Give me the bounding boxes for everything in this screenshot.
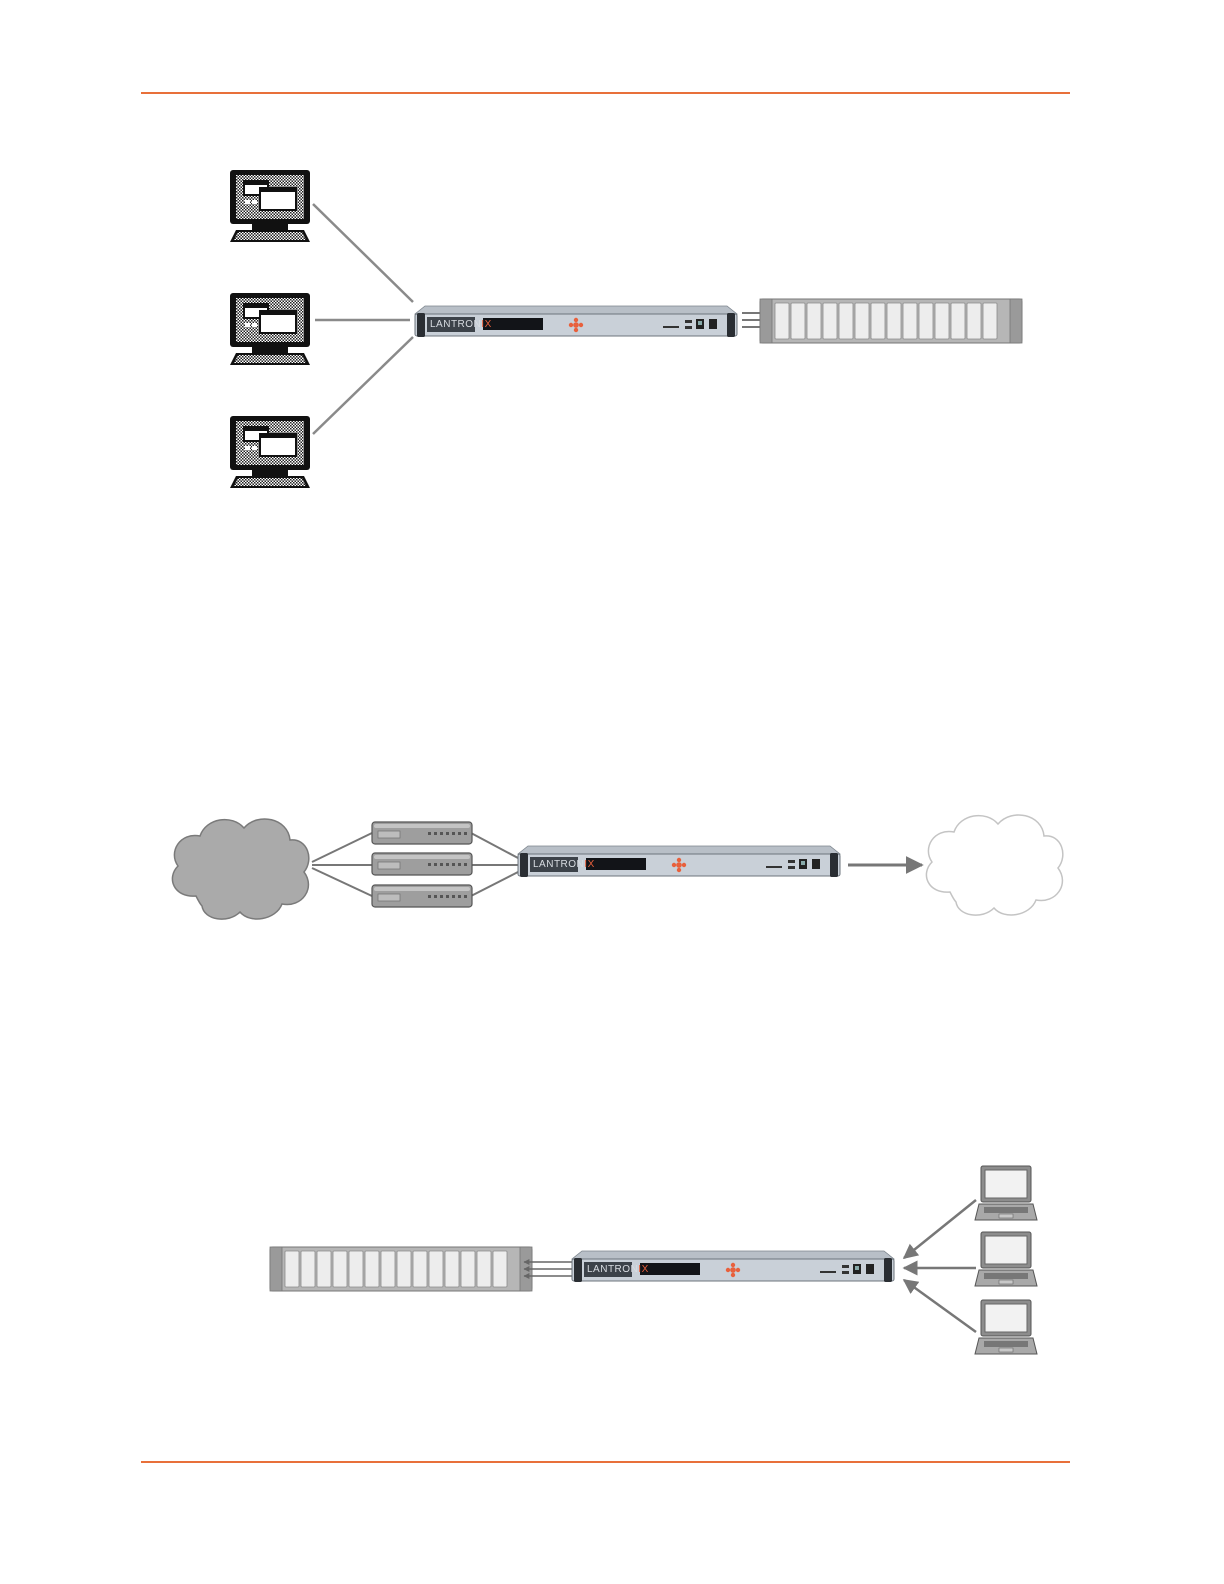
diagram-terminals: LANTRONIX [230,170,1022,488]
connection-arrow [904,1200,976,1332]
cloud-icon [926,815,1062,915]
rack-icon [270,1247,532,1291]
console-server-icon: LANTRONIX [415,306,737,337]
diagram-clouds: LANTRONIX [172,815,1062,919]
terminal-icon [230,293,310,365]
device-brand: LANTRONIX [533,859,595,870]
switch-icon [372,822,472,844]
terminal-icon [230,416,310,488]
serial-cable [742,313,762,327]
rack-icon [760,299,1022,343]
laptop-icon [975,1232,1037,1286]
switch-icon [372,853,472,875]
diagram-laptops: LANTRONIX [270,1166,1037,1354]
device-brand: LANTRONIX [587,1264,649,1275]
laptop-icon [975,1300,1037,1354]
laptop-icon [975,1166,1037,1220]
switch-icon [372,885,472,907]
connection-line [313,204,413,434]
console-server-icon: LANTRONIX [572,1251,894,1282]
terminal-icon [230,170,310,242]
cloud-icon [172,819,308,919]
console-server-icon: LANTRONIX [518,846,840,877]
device-brand: LANTRONIX [430,319,492,330]
